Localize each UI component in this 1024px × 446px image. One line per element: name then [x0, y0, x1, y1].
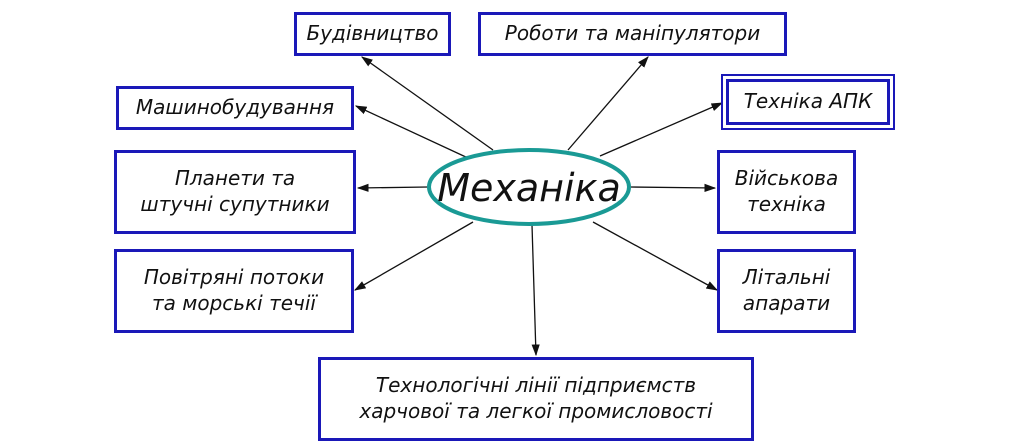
node-air-sea: Повітряні потоки та морські течії — [114, 249, 354, 333]
node-air-sea-line-1: Повітряні потоки — [143, 265, 325, 290]
node-machine-building: Машинобудування — [116, 86, 354, 130]
arrow-to-production-lines — [531, 224, 540, 357]
node-production-lines: Технологічні лінії підприємств харчової … — [318, 357, 754, 441]
node-military-line-2: техніка — [747, 192, 826, 216]
node-planets-line-2: штучні супутники — [140, 192, 330, 216]
arrow-to-machine-building — [354, 105, 469, 159]
node-planets-line-1: Планети та — [174, 166, 296, 191]
node-agro-line-1: Техніка АПК — [743, 89, 873, 114]
node-construction: Будівництво — [294, 12, 451, 56]
arrow-to-planets — [356, 183, 429, 192]
node-military-line-1: Військова — [734, 166, 839, 191]
node-machine-building-line-1: Машинобудування — [135, 95, 335, 120]
center-ellipse — [427, 148, 631, 226]
arrow-to-military — [629, 183, 717, 192]
arrow-to-construction — [361, 56, 494, 151]
node-robots: Роботи та маніпулятори — [478, 12, 787, 56]
node-aircraft: Літальні апарати — [717, 249, 856, 333]
arrow-to-air-sea — [353, 221, 474, 291]
node-production-lines-line-1: Технологічні лінії підприємств — [375, 373, 697, 398]
node-planets: Планети та штучні супутники — [114, 150, 356, 234]
node-agro: Техніка АПК — [721, 74, 895, 130]
node-air-sea-line-2: та морські течії — [152, 291, 316, 315]
node-aircraft-line-1: Літальні — [742, 265, 831, 290]
arrow-to-agro — [599, 102, 724, 157]
center-label: Механіка — [437, 165, 621, 210]
node-production-lines-line-2: харчової та легкої промисловості — [359, 399, 713, 423]
node-aircraft-line-2: апарати — [742, 291, 831, 315]
node-construction-line-1: Будівництво — [306, 21, 439, 46]
arrow-to-robots — [567, 56, 649, 151]
node-robots-line-1: Роботи та маніпулятори — [504, 21, 761, 46]
node-military: Військова техніка — [717, 150, 856, 234]
arrow-to-aircraft — [592, 221, 719, 291]
